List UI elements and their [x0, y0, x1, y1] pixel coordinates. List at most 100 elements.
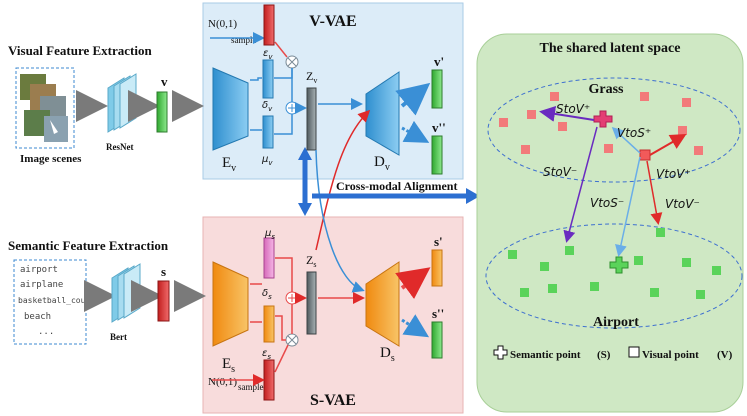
delta-s-label: δs: [262, 288, 272, 301]
image-scenes-thumbnails: [20, 74, 68, 142]
legend-semantic-label: Semantic point: [510, 349, 581, 361]
airport-semantic-point: [609, 256, 629, 274]
alignment-arrowhead-down: [298, 203, 312, 216]
image-scenes-frame: [15, 67, 75, 149]
alignment-arrowhead-up: [298, 147, 312, 160]
add-op-s-sign: [288, 294, 296, 302]
vtos-plus-label: VtoS⁺: [617, 126, 651, 140]
vvae-noise: N(0,1): [208, 18, 237, 30]
delta-v-vector: [262, 59, 274, 99]
word-4: ...: [38, 327, 54, 337]
encoder-v-label: Ev: [222, 155, 236, 174]
resnet-block: [107, 73, 137, 133]
airport-cluster-label: Airport: [593, 315, 639, 330]
decoder-s-label: Ds: [380, 345, 395, 364]
vtov-plus-arrow: [649, 134, 687, 156]
arrow-ds-to-sprime: [395, 267, 431, 300]
curve-zv-to-ds: [315, 149, 365, 293]
curve-zs-to-dv: [315, 109, 371, 251]
mu-s-label: μs: [264, 228, 275, 241]
line-mu-to-add-s: [275, 257, 293, 292]
legend-visual-symbol: (V): [717, 349, 733, 361]
multiply-op-s-sign: [287, 335, 297, 345]
v-prime-label: v': [434, 54, 444, 69]
grass-cluster-label: Grass: [589, 82, 625, 97]
word-3: beach: [24, 312, 51, 322]
eps-s-vector: [263, 359, 275, 401]
v-dprime-vector: [431, 135, 443, 175]
word-1: airplane: [20, 280, 63, 290]
line-eps-to-mult-s: [274, 344, 289, 373]
s-prime-label: s': [434, 234, 443, 249]
line-eps-to-mult-v: [274, 41, 288, 58]
v-dprime-label: v'': [432, 120, 446, 135]
arrow-ds-to-sdprime: [401, 314, 430, 338]
mu-s-vector: [263, 237, 275, 279]
vtov-minus-arrow: [646, 160, 663, 225]
delta-v-label: δv: [262, 100, 273, 113]
vtos-minus-label: VtoS⁻: [590, 196, 624, 210]
v-feature-vector: [156, 91, 168, 133]
mu-v-vector: [262, 115, 274, 149]
decoder-s: [365, 261, 400, 347]
stov-plus-label: StoV⁺: [556, 102, 590, 116]
s-dprime-label: s'': [432, 306, 444, 321]
v-feature-label: v: [161, 74, 168, 89]
vtos-minus-arrow: [615, 156, 641, 257]
bert-label: Bert: [110, 332, 127, 342]
vtos-plus-arrow: [611, 126, 641, 154]
zs-vector: [306, 271, 317, 335]
bert-block: [111, 263, 141, 323]
zs-label: Zs: [306, 253, 316, 269]
delta-s-vector: [263, 305, 275, 343]
vtov-minus-label: VtoV⁻: [665, 197, 700, 211]
mu-v-label: μv: [261, 154, 273, 167]
svae-noise: N(0,1): [208, 376, 237, 388]
vvae-title: V-VAE: [309, 13, 356, 30]
alignment-label: Cross-modal Alignment: [336, 179, 457, 193]
grass-semantic-point: [593, 110, 613, 128]
legend-semantic-symbol: (S): [597, 349, 611, 361]
image-scenes-caption: Image scenes: [20, 153, 82, 165]
v-prime-vector: [431, 69, 443, 109]
word-0: airport: [20, 265, 58, 275]
s-prime-vector: [431, 249, 443, 287]
airport-cluster-boundary: [485, 223, 743, 329]
eps-v-label: εv: [263, 48, 273, 61]
encoder-s-label: Es: [222, 356, 235, 375]
encoder-v: [212, 67, 249, 151]
legend-semantic-icon: [493, 345, 508, 360]
arrow-dv-to-vprime: [395, 82, 431, 116]
stov-minus-arrow: [563, 126, 598, 243]
legend-visual-icon: [628, 346, 640, 358]
stov-plus-arrow: [539, 105, 595, 122]
resnet-label: ResNet: [106, 142, 134, 152]
legend-visual-label: Visual point: [642, 349, 699, 361]
encoder-s: [212, 261, 249, 347]
vtov-plus-label: VtoV⁺: [656, 167, 691, 181]
word-list-frame: [13, 259, 87, 345]
s-dprime-vector: [431, 321, 443, 359]
s-feature-vector: [157, 280, 170, 322]
grass-cluster-boundary: [487, 77, 741, 183]
grass-visual-points: [499, 92, 703, 161]
eps-v-vector: [263, 4, 275, 46]
latent-space-title: The shared latent space: [540, 41, 681, 56]
line-mu-to-add: [274, 114, 293, 135]
zv-label: Zv: [306, 69, 317, 85]
visual-extraction-title: Visual Feature Extraction: [8, 43, 152, 58]
multiply-op-v-sign: [287, 57, 297, 67]
svae-title: S-VAE: [310, 392, 356, 409]
s-feature-label: s: [161, 264, 166, 279]
zv-vector: [306, 87, 317, 151]
line-delta-to-mult-s: [275, 315, 286, 341]
airport-visual-points: [508, 228, 721, 299]
word-2: basketball_court: [18, 296, 95, 305]
svae-sample-label: sample: [238, 382, 264, 392]
add-op-v-sign: [288, 104, 296, 112]
latent-space-panel: [476, 33, 744, 413]
decoder-v-label: Dv: [374, 154, 390, 173]
vvae-sample-label: sample: [231, 35, 257, 45]
semantic-extraction-title: Semantic Feature Extraction: [8, 238, 169, 253]
